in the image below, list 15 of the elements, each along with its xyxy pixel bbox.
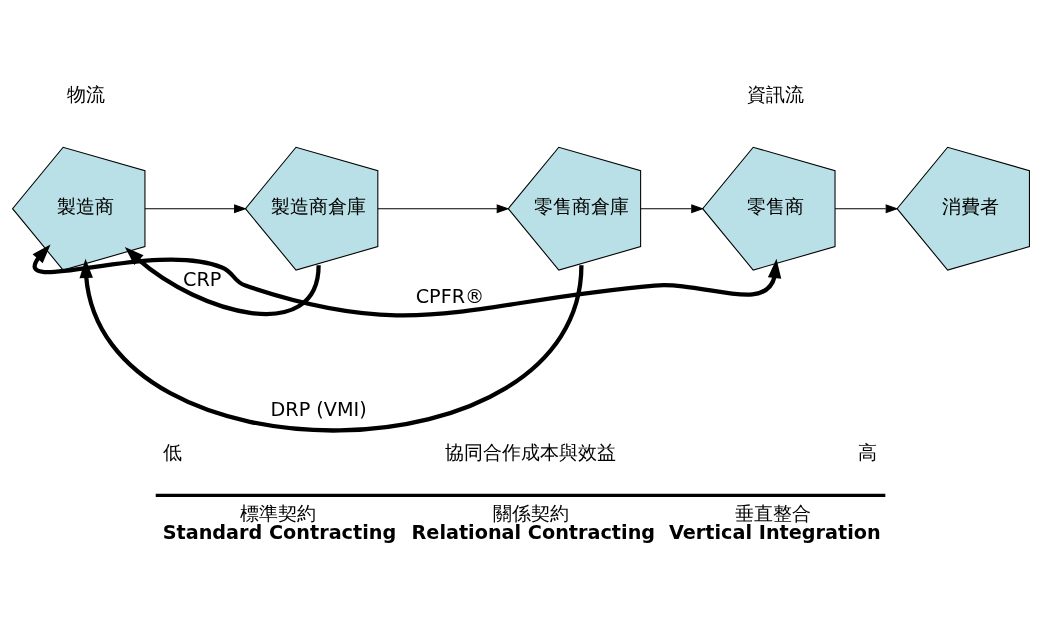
arrow xyxy=(32,244,782,318)
arrow xyxy=(834,204,899,214)
label: 低 xyxy=(162,440,182,464)
label: 高 xyxy=(858,440,878,464)
label: 協同合作成本與效益 xyxy=(444,440,616,464)
edge-label: DRP (VMI) xyxy=(270,398,367,422)
arrow xyxy=(377,204,510,214)
arrow xyxy=(640,204,705,214)
edge-label: CPFR® xyxy=(415,285,485,309)
arrow xyxy=(124,246,321,316)
arrow xyxy=(144,204,247,214)
arrow xyxy=(79,258,584,433)
label: 物流 xyxy=(66,83,105,107)
edge-label: CRP xyxy=(183,268,222,292)
label: 資訊流 xyxy=(747,83,805,107)
